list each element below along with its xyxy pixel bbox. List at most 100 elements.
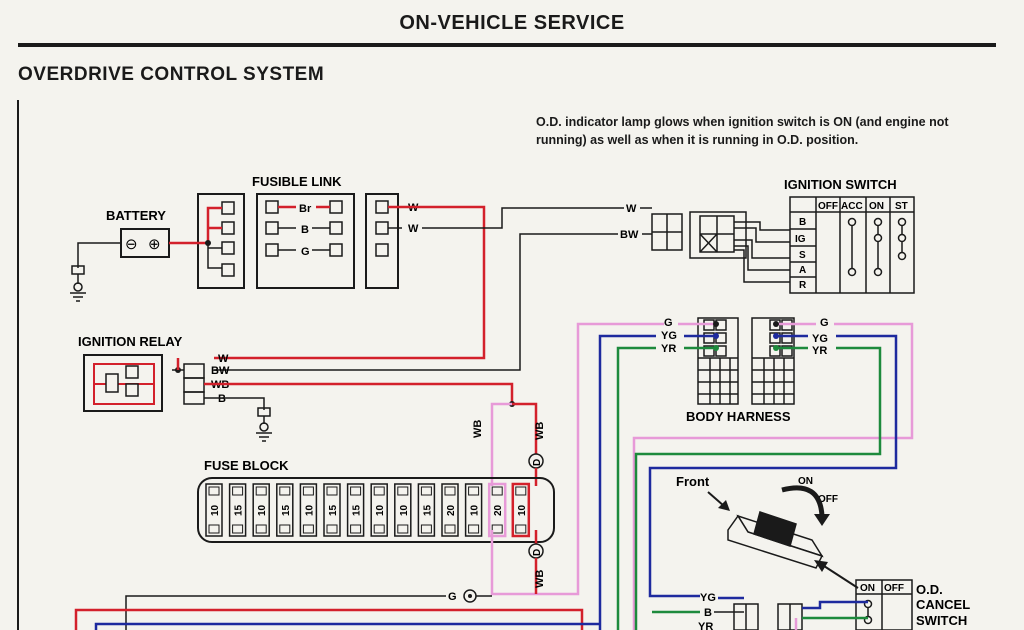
g-ground-wire [125, 595, 446, 630]
bh-dot-3 [713, 345, 719, 351]
od-indicator-note: O.D. indicator lamp glows when ignition … [536, 115, 949, 147]
fuse-value: 10 [399, 504, 410, 516]
bottom-b-label: B [704, 607, 712, 619]
relay-b-label: B [218, 393, 226, 405]
switch-on-label: ON [798, 476, 813, 487]
od-switch-contacts [863, 599, 873, 625]
body-harness-label: BODY HARNESS [686, 409, 791, 424]
bh-left-yr-green [616, 346, 656, 630]
connector-d-bottom-label: D [532, 549, 543, 556]
switch-rotate-arrow-icon [781, 485, 825, 517]
bottom-yg-label: YG [700, 592, 716, 604]
fuse-clip [326, 486, 338, 496]
fuse-clip [232, 524, 244, 534]
ignition-harness-connector [651, 211, 747, 259]
ign-col-st: ST [895, 201, 908, 212]
switch-rotate-arrowhead-icon [814, 514, 830, 526]
fusible-link-junction-dot [205, 240, 211, 246]
wb-pink-below [490, 322, 664, 596]
fuse-slot [417, 483, 436, 537]
fuse-slot [228, 483, 247, 537]
wire-w-label-lower: W [408, 223, 419, 235]
ignition-switch-table [789, 196, 915, 294]
fusible-link-wire-g: G [301, 246, 310, 258]
bh-dot-4 [773, 321, 779, 327]
fuse-clip [350, 524, 362, 534]
od-switch-blue-wire [802, 600, 868, 610]
fuse-clip [397, 486, 409, 496]
od-cancel-label-2: CANCEL [916, 597, 970, 612]
od-cancel-switch-illustration [727, 511, 824, 569]
w-black-wire-run [422, 207, 624, 229]
wire-w-label-switch: W [626, 203, 637, 215]
fuse-value: 20 [446, 504, 457, 516]
switch-pointer-arrow-icon [823, 565, 859, 589]
fuse-clip [326, 524, 338, 534]
bh-dot-5 [773, 333, 779, 339]
ign-col-off: OFF [818, 201, 838, 212]
fuse-clip [302, 524, 314, 534]
wb-label-right: WB [534, 422, 546, 440]
od-cancel-label-1: O.D. [916, 582, 943, 597]
ign-row-r: R [799, 280, 807, 291]
bh-right-yr-green-run [634, 346, 882, 630]
fuse-clip [420, 524, 432, 534]
bottom-red-wire [74, 608, 584, 630]
ign-row-ig: IG [795, 234, 806, 245]
battery-plus-terminal: ⊕ [148, 236, 161, 253]
ign-col-acc: ACC [841, 201, 863, 212]
relay-bw-label: BW [211, 365, 230, 377]
fuse-clip [208, 524, 220, 534]
fusible-link-wire-b: B [301, 224, 309, 236]
fusible-link-center-wires [278, 227, 330, 251]
bh-left-yg-blue [598, 334, 656, 630]
battery-label: BATTERY [106, 208, 166, 223]
fuse-value: 20 [493, 504, 504, 516]
bw-black-wire [214, 233, 618, 371]
fuse-clip [373, 486, 385, 496]
fuse-clip [350, 486, 362, 496]
od-cancel-switch-table [855, 579, 913, 630]
fusible-link-block-left [197, 193, 245, 289]
fusible-link-right-slots [375, 200, 389, 257]
switch-pointer-arrowhead-icon [814, 560, 828, 572]
ignition-switch-contacts [847, 217, 907, 277]
fuse-block-label: FUSE BLOCK [204, 458, 289, 473]
bh-right-yr-label: YR [812, 345, 827, 357]
battery-positive-red-wire [169, 206, 222, 245]
fuse-clip [444, 524, 456, 534]
fuse-clip [255, 524, 267, 534]
fuse-value: 10 [470, 504, 481, 516]
fuse-clip [208, 486, 220, 496]
bottom-yr-label: YR [698, 621, 713, 630]
bh-dot-2 [713, 333, 719, 339]
battery-minus-terminal: ⊖ [125, 236, 138, 253]
fuse-slot [464, 483, 483, 537]
fusible-link-wire-br: Br [299, 203, 312, 215]
fuse-value: 10 [210, 504, 221, 516]
ign-row-a: A [799, 265, 806, 276]
wb-label-lower: WB [534, 570, 546, 588]
fuse-slot [370, 483, 388, 537]
fusible-link-black-bus [207, 243, 222, 269]
ign-col-on: ON [869, 201, 884, 212]
fuse-clip [468, 486, 480, 496]
ignition-switch-label: IGNITION SWITCH [784, 177, 897, 192]
fuse-clip [444, 486, 456, 496]
fuse-clip [279, 524, 291, 534]
wb-pink-left [490, 402, 512, 486]
ignition-relay-label: IGNITION RELAY [78, 334, 183, 349]
fuse-value: 15 [234, 504, 245, 516]
fuse-value: 15 [352, 504, 363, 516]
fusible-link-block-center [256, 193, 355, 289]
fuse-slot [346, 483, 365, 537]
fusible-link-left-slots [221, 201, 235, 277]
bh-dot-1 [713, 321, 719, 327]
od-switch-col-on: ON [860, 583, 875, 594]
ignition-relay-box [83, 354, 163, 412]
fuse-clip [373, 524, 385, 534]
relay-b-ground-wire [204, 397, 265, 410]
fuse-slot [511, 482, 531, 538]
wb-label-left: WB [472, 420, 484, 438]
